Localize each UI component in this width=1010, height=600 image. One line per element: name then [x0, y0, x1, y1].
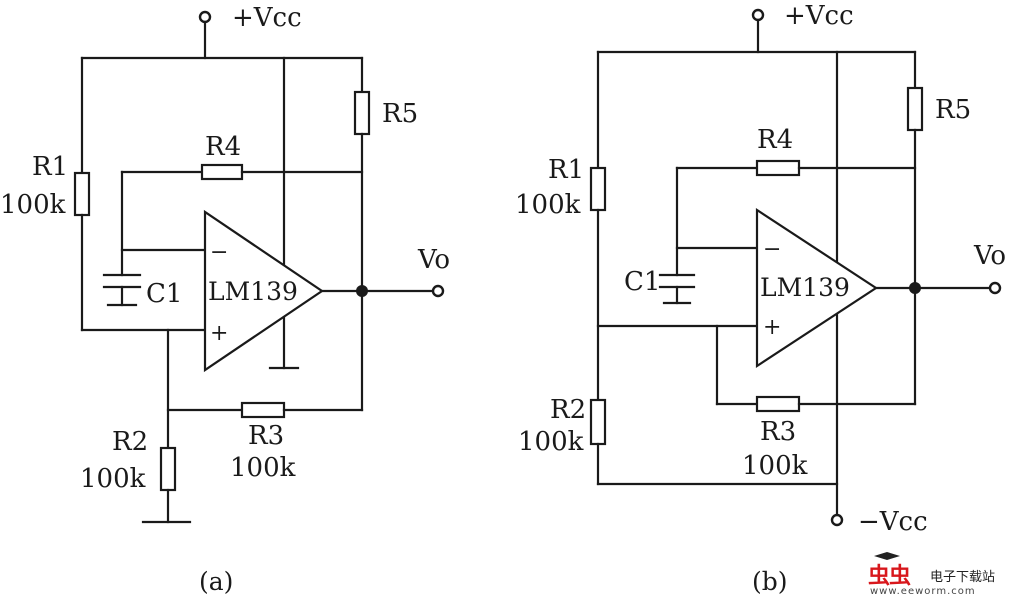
r1-label-b: R1 [548, 155, 584, 185]
output-node-a [356, 285, 368, 297]
opamp-label-b: LM139 [760, 273, 850, 302]
vcc-label-b: +Vcc [784, 1, 854, 31]
site-watermark: 虫虫 电子下载站 www.eeworm.com [868, 552, 1010, 600]
vcc-label-a: +Vcc [232, 3, 302, 33]
r4-label-a: R4 [205, 132, 241, 162]
r2-value-a: 100k [80, 464, 146, 494]
vo-label-b: Vo [973, 241, 1006, 271]
r4-label-b: R4 [757, 125, 793, 155]
opamp-minus-b: − [763, 237, 781, 262]
diagram-b: +Vcc R1 100k R2 100k −Vcc R5 R4 [515, 1, 1006, 596]
resistor-r4-a [200, 163, 244, 181]
opamp-minus-a: − [210, 240, 228, 265]
resistor-r3-a [240, 401, 286, 419]
r2-label-a: R2 [112, 427, 148, 457]
watermark-brand: 虫虫 [868, 564, 911, 589]
r1-value-a: 100k [0, 190, 66, 220]
opamp-label-a: LM139 [208, 277, 298, 306]
opamp-a [203, 209, 324, 373]
r2-value-b: 100k [518, 427, 584, 457]
r1-label-a: R1 [32, 152, 68, 182]
caption-b: (b) [752, 567, 788, 596]
neg-vcc-label-b: −Vcc [858, 507, 928, 537]
watermark-title: 电子下载站 [930, 570, 996, 585]
r3-value-a: 100k [230, 453, 296, 483]
opamp-plus-b: + [763, 315, 781, 340]
resistor-r1-b [589, 166, 607, 212]
resistor-r4-b [755, 159, 801, 177]
watermark-url: www.eeworm.com [870, 586, 976, 597]
r2-label-b: R2 [550, 395, 586, 425]
mortarboard-icon [874, 552, 900, 560]
neg-vcc-terminal-b [830, 513, 844, 527]
c1-label-a: C1 [146, 279, 182, 309]
resistor-r5-a [353, 90, 371, 136]
output-terminal-b [988, 281, 1002, 295]
r5-label-b: R5 [935, 95, 971, 125]
r1-value-b: 100k [515, 190, 581, 220]
resistor-r1-a [73, 171, 91, 217]
resistor-r2-b [589, 398, 607, 446]
resistor-r2-a [159, 446, 177, 492]
c1-label-b: C1 [624, 267, 660, 297]
vo-label-a: Vo [417, 245, 450, 275]
r3-label-b: R3 [760, 417, 796, 447]
r3-label-a: R3 [248, 421, 284, 451]
output-terminal-a [431, 284, 445, 298]
diagram-a: +Vcc R1 100k R5 R4 C1 − + L [0, 3, 450, 596]
opamp-b [755, 207, 879, 369]
opamp-plus-a: + [210, 321, 228, 346]
output-node-b [909, 282, 921, 294]
vcc-terminal-b [751, 8, 765, 22]
caption-a: (a) [199, 567, 233, 596]
resistor-r5-b [906, 86, 924, 132]
resistor-r3-b [755, 395, 801, 413]
r5-label-a: R5 [382, 99, 418, 129]
vcc-terminal-a [198, 10, 212, 24]
r3-value-b: 100k [742, 451, 808, 481]
